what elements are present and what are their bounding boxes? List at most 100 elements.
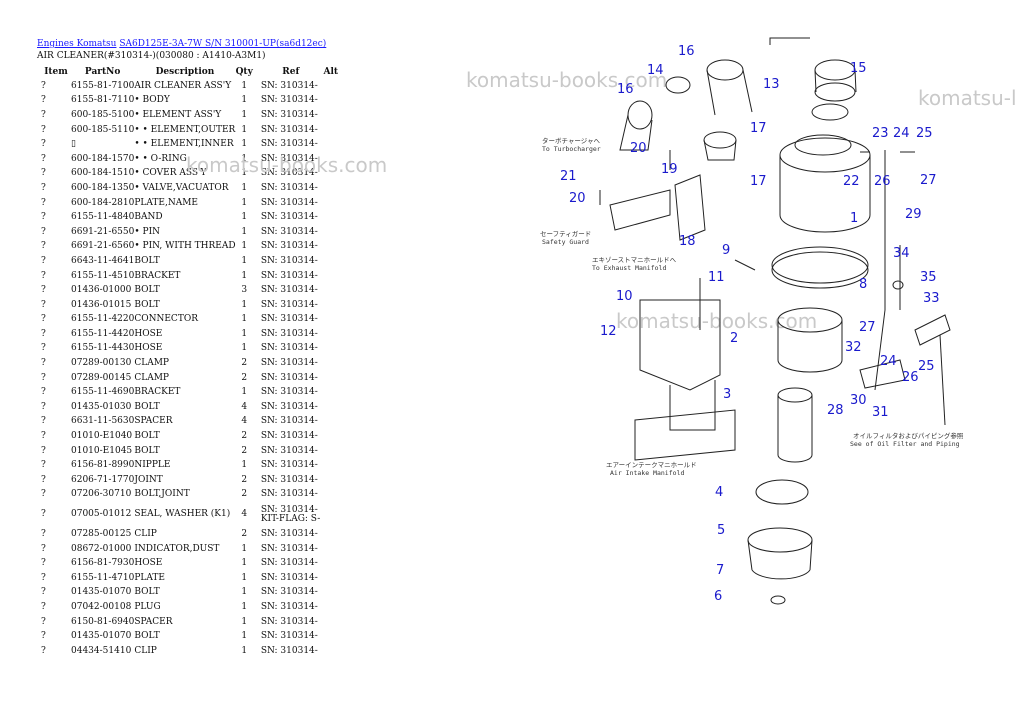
cell-ref: SN: 310314- — [253, 488, 321, 503]
callout-number: 20 — [630, 141, 647, 156]
callout-number: 7 — [716, 563, 724, 578]
cell-item-text: ? — [41, 489, 46, 500]
cell-item-text: ? — [41, 474, 46, 485]
cell-qty: 1 — [236, 181, 253, 196]
cell-partno: 6155-11-4710 — [71, 571, 134, 586]
cell-item: ? — [37, 356, 71, 371]
cell-qty-text: 1 — [241, 226, 248, 237]
cell-alt — [321, 644, 341, 659]
cell-partno-text: 6155-11-4710 — [71, 572, 135, 583]
cell-description: BAND — [134, 210, 235, 225]
cell-ref: SN: 310314- — [253, 385, 321, 400]
cell-partno: 07289-00130 — [71, 356, 134, 371]
cell-qty-text: 2 — [241, 445, 248, 456]
cell-description: CLAMP — [134, 371, 235, 386]
cell-partno-text: 6155-11-4690 — [71, 387, 135, 398]
cell-qty-text: 1 — [241, 197, 248, 208]
cell-ref: SN: 310314- — [253, 415, 321, 430]
cell-alt — [321, 196, 341, 211]
callout-number: 3 — [723, 387, 731, 402]
cell-description-text: HOSE — [134, 343, 163, 354]
cell-item: ? — [37, 400, 71, 415]
cell-item: ? — [37, 542, 71, 557]
cell-description: PLATE — [134, 571, 235, 586]
cell-partno-text: 01010-E1040 — [71, 431, 133, 442]
cell-description-text: BOLT — [134, 631, 160, 642]
cell-ref: SN: 310314- — [253, 371, 321, 386]
callout-number: 9 — [722, 243, 730, 258]
cell-ref: SN: 310314- — [253, 327, 321, 342]
cell-alt — [321, 283, 341, 298]
cell-item-text: ? — [41, 212, 46, 223]
cell-partno: 01436-01000 — [71, 283, 134, 298]
cell-ref-text: SN: 310314- — [260, 601, 318, 612]
note-intake-jp: エアーインテークマニホールド — [606, 461, 697, 469]
cell-partno: 6155-11-4420 — [71, 327, 134, 342]
cell-ref-text: SN: 310314- — [260, 372, 318, 383]
cell-ref-text: SN: 310314- — [260, 226, 318, 237]
cell-ref: SN: 310314- — [253, 571, 321, 586]
cell-ref-text: SN: 310314- — [260, 182, 318, 193]
cell-qty: 1 — [236, 269, 253, 284]
cell-item: ? — [37, 415, 71, 430]
cell-item: ? — [37, 502, 71, 527]
cell-partno: 01435-01070 — [71, 586, 134, 601]
cell-item-text: ? — [41, 153, 46, 164]
cell-qty-text: 1 — [241, 558, 248, 569]
cell-description: CLAMP — [134, 356, 235, 371]
cell-alt — [321, 542, 341, 557]
cell-alt — [321, 137, 341, 152]
cell-description-text: SEAL, WASHER (K1) — [134, 509, 231, 520]
col-header-description: Description — [155, 66, 215, 77]
cell-ref: SN: 310314-KIT-FLAG: S- — [253, 502, 321, 527]
breadcrumb-link-model[interactable]: SA6D125E-3A-7W S/N 310001-UP(sa6d12ec) — [119, 39, 327, 49]
cell-alt — [321, 342, 341, 357]
cell-description: NIPPLE — [134, 458, 235, 473]
callout-number: 2 — [730, 331, 738, 346]
col-header-qty: Qty — [235, 66, 253, 77]
cell-alt — [321, 152, 341, 167]
cell-item: ? — [37, 79, 71, 94]
cell-partno-text: 01010-E1045 — [71, 445, 133, 456]
cell-partno-text: 6643-11-4641 — [71, 255, 135, 266]
cell-qty-text: 1 — [241, 314, 248, 325]
cell-description-text: BAND — [134, 212, 163, 223]
callout-number: 11 — [708, 270, 725, 285]
cell-qty: 2 — [236, 527, 253, 542]
cell-ref: SN: 310314- — [253, 137, 321, 152]
cell-item-text: ? — [41, 139, 46, 150]
cell-ref-text: SN: 310314- — [260, 645, 318, 656]
cell-ref-text: SN: 310314- — [260, 168, 318, 179]
cell-item-text: ? — [41, 270, 46, 281]
cell-description-text: BOLT — [134, 401, 160, 412]
cell-qty: 1 — [236, 108, 253, 123]
cell-ref: SN: 310314- — [253, 181, 321, 196]
cell-description: HOSE — [134, 327, 235, 342]
cell-item: ? — [37, 152, 71, 167]
cell-alt — [321, 108, 341, 123]
cell-description: BOLT — [134, 254, 235, 269]
cell-ref: SN: 310314- — [253, 586, 321, 601]
callout-number: 1 — [850, 211, 858, 226]
cell-item-text: ? — [41, 182, 46, 193]
callout-number: 24 — [880, 354, 897, 369]
cell-ref: SN: 310314- — [253, 600, 321, 615]
cell-ref-text: SN: 310314- — [260, 270, 318, 281]
cell-item: ? — [37, 210, 71, 225]
breadcrumb-link-engines[interactable]: Engines Komatsu — [37, 39, 117, 49]
cell-partno: 01436-01015 — [71, 298, 134, 313]
callout-number: 17 — [750, 121, 767, 136]
cell-item: ? — [37, 94, 71, 109]
cell-alt — [321, 444, 341, 459]
cell-description-text: PLUG — [134, 601, 161, 612]
cell-partno: 6155-81-7110 — [71, 94, 134, 109]
cell-item: ? — [37, 298, 71, 313]
cell-ref-text: SN: 310314- — [260, 328, 318, 339]
cell-qty-text: 2 — [241, 529, 248, 540]
cell-qty-text: 1 — [241, 587, 248, 598]
cell-partno-text: 01436-01000 — [71, 285, 132, 296]
cell-qty-text: 1 — [241, 645, 248, 656]
